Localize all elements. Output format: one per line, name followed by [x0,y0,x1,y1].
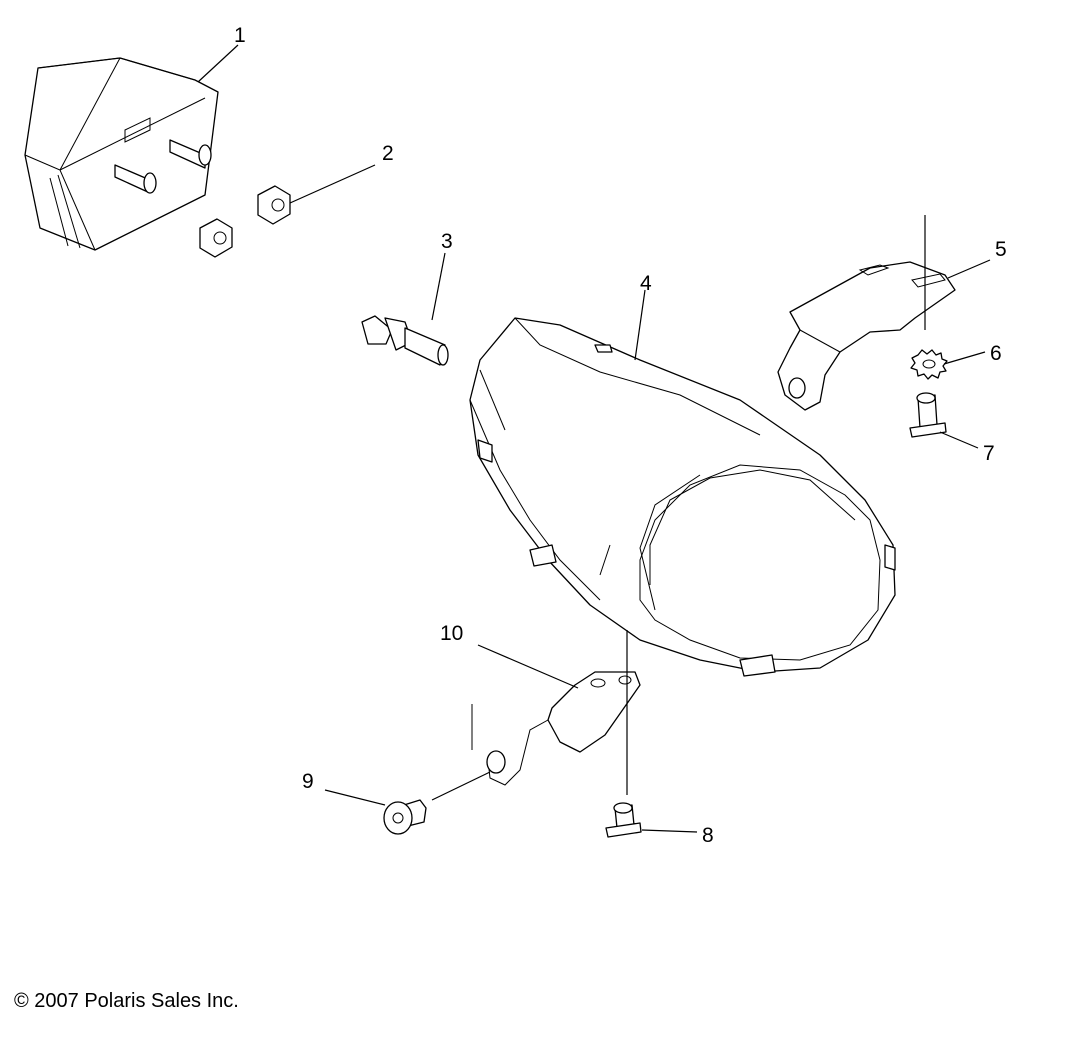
callout-5: 5 [995,238,1007,261]
part-7-bolt [909,392,947,438]
callout-3: 3 [441,230,453,253]
callout-9: 9 [302,770,314,793]
part-10-bracket [471,671,641,786]
leader-lines [197,44,991,833]
callout-2: 2 [382,142,394,165]
part-8-bolt [605,802,642,838]
callout-6: 6 [990,342,1002,365]
part-2-nuts [199,185,291,258]
callout-labels: 1 2 3 4 5 6 7 8 9 10 [234,24,1007,847]
part-5-bracket [777,261,956,411]
part-6-star-washer [910,349,948,380]
part-9-shoulder-bolt [383,799,427,835]
callout-4: 4 [640,272,652,295]
callout-8: 8 [702,824,714,847]
part-1-housing [24,57,219,251]
part-3-bulb [361,315,449,366]
copyright-notice: © 2007 Polaris Sales Inc. [14,990,239,1012]
callout-1: 1 [234,24,246,47]
part-4-headlight-shell [469,317,896,677]
callout-10: 10 [440,622,463,645]
callout-7: 7 [983,442,995,465]
